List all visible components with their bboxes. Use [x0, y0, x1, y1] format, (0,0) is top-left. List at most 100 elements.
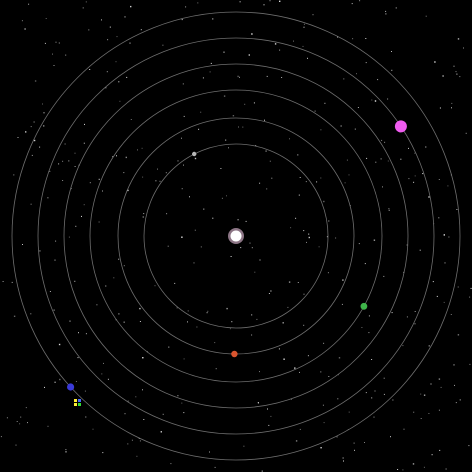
star: [428, 413, 430, 414]
star: [239, 1, 241, 3]
star: [383, 393, 385, 395]
orbit-ring-4: [63, 63, 409, 409]
ship-pixel: [74, 399, 77, 402]
star: [214, 342, 216, 344]
star: [357, 107, 359, 108]
star: [53, 65, 55, 66]
star: [65, 449, 67, 451]
star: [253, 102, 255, 104]
star: [181, 19, 183, 21]
star: [209, 71, 211, 73]
star: [30, 126, 32, 128]
star: [368, 332, 370, 334]
star: [194, 229, 196, 231]
star: [453, 65, 455, 67]
star: [308, 233, 310, 235]
star: [0, 436, 2, 438]
star: [444, 262, 446, 264]
star: [265, 150, 267, 152]
star: [387, 160, 389, 162]
star: [302, 45, 304, 47]
star: [354, 128, 356, 130]
star: [254, 271, 256, 273]
star: [209, 451, 210, 453]
star: [412, 463, 415, 465]
star: [453, 364, 455, 366]
star: [85, 416, 87, 418]
star: [457, 334, 460, 336]
star: [338, 357, 341, 359]
star: [402, 469, 404, 471]
star: [238, 126, 239, 128]
star: [320, 371, 322, 373]
star: [308, 236, 310, 239]
ship-pixel: [78, 399, 81, 402]
star: [395, 7, 397, 9]
star: [439, 107, 441, 109]
star: [85, 333, 87, 335]
star: [98, 221, 100, 223]
star: [343, 460, 344, 462]
star: [297, 282, 299, 283]
star: [249, 242, 251, 244]
star: [142, 389, 143, 391]
star: [281, 77, 283, 78]
star: [314, 110, 316, 112]
star: [84, 390, 86, 392]
star: [430, 383, 432, 385]
star: [274, 43, 277, 45]
star: [6, 417, 8, 419]
star: [106, 71, 108, 73]
star: [320, 129, 322, 131]
ship-icon[interactable]: [74, 399, 81, 406]
star: [181, 188, 183, 190]
star: [21, 20, 23, 22]
green-planet-icon[interactable]: [360, 302, 368, 310]
star: [455, 71, 457, 73]
star: [348, 411, 350, 413]
star: [103, 362, 104, 364]
star: [74, 152, 76, 154]
star: [118, 258, 120, 260]
star: [364, 442, 365, 443]
star: [142, 357, 144, 359]
star: [383, 275, 385, 277]
star: [77, 357, 79, 359]
star: [232, 115, 235, 117]
ship-pixel: [78, 403, 81, 406]
orbit-ring-6: [11, 11, 461, 461]
star: [2, 281, 4, 282]
star: [359, 0, 361, 2]
orbit-rings: [11, 11, 461, 461]
star: [288, 281, 291, 283]
star: [465, 132, 467, 134]
star: [414, 323, 416, 325]
star: [193, 262, 195, 264]
star: [221, 197, 223, 199]
star: [170, 463, 172, 465]
star: [375, 161, 377, 163]
star: [413, 181, 415, 183]
star: [432, 281, 434, 283]
star: [96, 304, 98, 306]
star: [323, 342, 325, 344]
red-planet-icon[interactable]: [231, 350, 238, 358]
magenta-planet-icon[interactable]: [394, 120, 407, 133]
star: [33, 139, 36, 142]
star: [196, 326, 198, 328]
star: [231, 321, 233, 323]
blue-planet-icon[interactable]: [67, 383, 75, 391]
star: [371, 359, 373, 360]
star: [468, 445, 470, 447]
star: [89, 182, 91, 184]
sun[interactable]: [228, 228, 244, 244]
star: [139, 307, 141, 310]
star: [403, 428, 405, 430]
star: [420, 393, 422, 395]
star: [248, 54, 250, 56]
star: [13, 315, 16, 317]
gray-planet-icon[interactable]: [192, 151, 197, 157]
star: [101, 373, 103, 375]
star: [239, 76, 240, 78]
star: [270, 290, 272, 292]
